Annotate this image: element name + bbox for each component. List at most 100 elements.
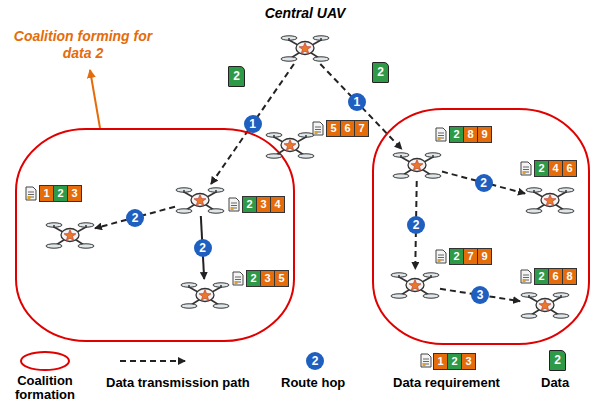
drone-graphic [281,36,329,61]
data-path [95,207,175,229]
data-path [442,172,525,194]
legend-text: Data [541,376,569,390]
requirement-cell: 1 [433,353,448,370]
document-icon [25,186,37,201]
legend-text: Route hop [281,376,345,390]
drone-icon [390,269,440,301]
route-hop-sample: 2 [306,352,324,370]
requirement-cell: 8 [562,268,577,285]
data-requirement: 289 [435,126,492,143]
document-graphic [229,198,239,211]
data-path [211,64,294,184]
requirement-cell: 7 [354,120,369,137]
document-icon [520,269,532,284]
requirement-cell: 2 [449,126,464,143]
requirement-cell: 9 [477,248,492,265]
uav-node: 279 [390,269,440,301]
requirement-cell: 4 [270,196,285,213]
legend-text: Coalition formation [8,374,82,402]
requirement-cell: 2 [447,353,462,370]
requirement-cell: 3 [256,196,271,213]
data-requirement: 567 [312,120,369,137]
requirement-cell: 3 [67,185,82,202]
requirement-cell: 4 [548,160,563,177]
legend-coalition-sample [21,352,69,370]
coalition-outline [15,128,295,342]
drone-icon [180,279,230,311]
route-hop: 2 [475,174,493,192]
document-graphic [26,187,36,200]
drone-graphic [393,153,441,178]
requirement-cell: 8 [463,126,478,143]
requirement-cell: 6 [562,160,577,177]
uav-node: 123 [45,219,95,251]
route-hop: 2 [126,209,144,227]
requirement-cell: 3 [461,353,476,370]
node-title: Central UAV [265,5,346,22]
callout-arrow [90,70,100,128]
data-requirement: 279 [435,248,492,265]
requirement-cell: 7 [463,248,478,265]
requirement-cell: 2 [246,270,261,287]
drone-graphic [521,293,569,318]
drone-icon [280,32,330,64]
route-hop: 1 [244,115,262,133]
coalition-region: Coalition forming for data 2234123235 [15,128,295,342]
uav-node: Central UAV [280,32,330,64]
requirement-cell: 1 [39,185,54,202]
route-hop: 2 [194,239,212,257]
data-icon: 2 [372,62,389,83]
document-icon [228,197,240,212]
coalition-border [16,129,294,341]
legend-path-sample [120,360,185,362]
coalition-outline [372,108,590,345]
drone-icon [520,289,570,321]
uav-node: 235 [180,279,230,311]
drone-icon [45,219,95,251]
requirement-cell: 5 [274,270,289,287]
requirement-cell: 3 [260,270,275,287]
requirement-cell: 2 [534,268,549,285]
uav-node: 268 [520,289,570,321]
drone-icon [175,184,225,216]
document-graphic [436,128,446,141]
drone-graphic [46,223,94,248]
requirement-cell: 5 [326,120,341,137]
requirement-cell: 2 [53,185,68,202]
data-requirement: 123 [25,185,82,202]
drone-graphic [391,273,439,298]
data-icon: 2 [549,350,566,371]
document-graphic [436,250,446,263]
requirement-cell: 9 [477,126,492,143]
route-hop: 3 [471,286,489,304]
uav-node: 567 [265,129,315,161]
drone-icon [265,129,315,161]
legend-text: Data requirement [393,376,500,390]
requirement-cell: 6 [548,268,563,285]
legend-doc-icon [421,354,431,367]
document-graphic [233,272,243,285]
coalition-region: 289246279268 [372,108,590,345]
drone-graphic [526,188,574,213]
document-icon [435,127,447,142]
data-requirement: 235 [232,270,289,287]
document-icon [232,271,244,286]
callout-label: Coalition forming for data 2 [8,28,158,62]
document-graphic [313,122,323,135]
requirement-cell: 6 [340,120,355,137]
coalition-border [373,109,589,344]
data-path [320,64,401,149]
data-requirement: 268 [520,268,577,285]
drone-icon [392,149,442,181]
legend-text: Data transmission path [106,376,250,390]
requirement-cell: 2 [449,248,464,265]
drone-graphic [176,188,224,213]
requirement-cell: 2 [534,160,549,177]
drone-icon [525,184,575,216]
document-graphic [521,270,531,283]
document-icon [312,121,324,136]
data-requirement: 234 [228,196,285,213]
requirement-cell: 2 [242,196,257,213]
